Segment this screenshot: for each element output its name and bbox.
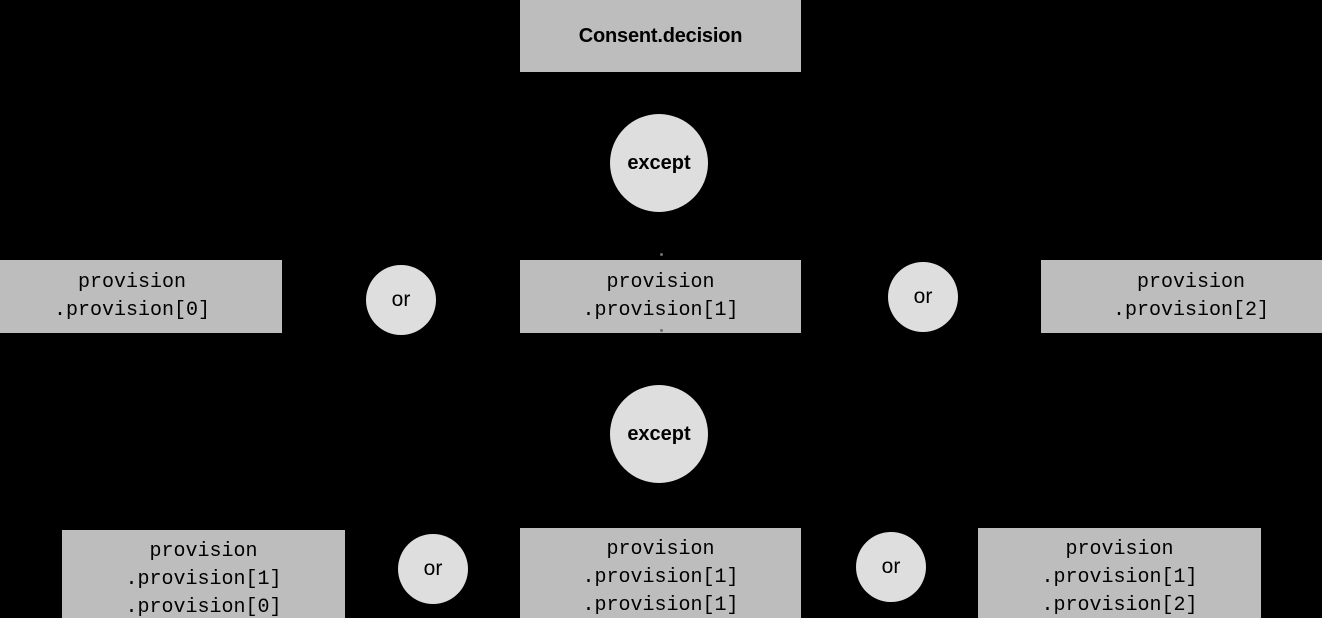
connector-dot-below-provision-1 xyxy=(660,329,663,332)
provision-node-1-2[interactable]: provision .provision[1] .provision[2] xyxy=(978,528,1261,618)
provision-node-1-label: provision .provision[1] xyxy=(582,270,739,322)
or-operator-row2-left[interactable]: or xyxy=(398,534,468,604)
except-operator-middle-label: except xyxy=(627,423,691,445)
except-operator-top[interactable]: except xyxy=(610,114,708,212)
or-operator-row2-left-label: or xyxy=(423,557,443,580)
or-operator-row1-left-label: or xyxy=(391,288,411,311)
except-operator-top-label: except xyxy=(627,152,691,174)
provision-node-0[interactable]: provision .provision[0] xyxy=(0,260,282,333)
or-operator-row1-left[interactable]: or xyxy=(366,265,436,335)
provision-node-1-0[interactable]: provision .provision[1] .provision[0] xyxy=(62,530,345,618)
root-node[interactable]: Consent.decision xyxy=(520,0,801,72)
provision-node-1-0-label: provision .provision[1] .provision[0] xyxy=(125,540,282,618)
provision-node-1-1-label: provision .provision[1] .provision[1] xyxy=(582,538,739,617)
except-operator-middle[interactable]: except xyxy=(610,385,708,483)
or-operator-row2-right-label: or xyxy=(881,555,901,578)
provision-node-2[interactable]: provision .provision[2] xyxy=(1041,260,1322,333)
provision-node-1[interactable]: provision .provision[1] xyxy=(520,260,801,333)
provision-node-2-label: provision .provision[2] xyxy=(1112,270,1270,322)
or-operator-row2-right[interactable]: or xyxy=(856,532,926,602)
provision-node-0-label: provision .provision[0] xyxy=(53,270,211,322)
connector-dot-above-provision-1 xyxy=(660,253,663,256)
or-operator-row1-right[interactable]: or xyxy=(888,262,958,332)
or-operator-row1-right-label: or xyxy=(913,285,933,308)
root-node-label: Consent.decision xyxy=(578,25,743,47)
provision-node-1-1[interactable]: provision .provision[1] .provision[1] xyxy=(520,528,801,618)
provision-node-1-2-label: provision .provision[1] .provision[2] xyxy=(1041,538,1198,617)
